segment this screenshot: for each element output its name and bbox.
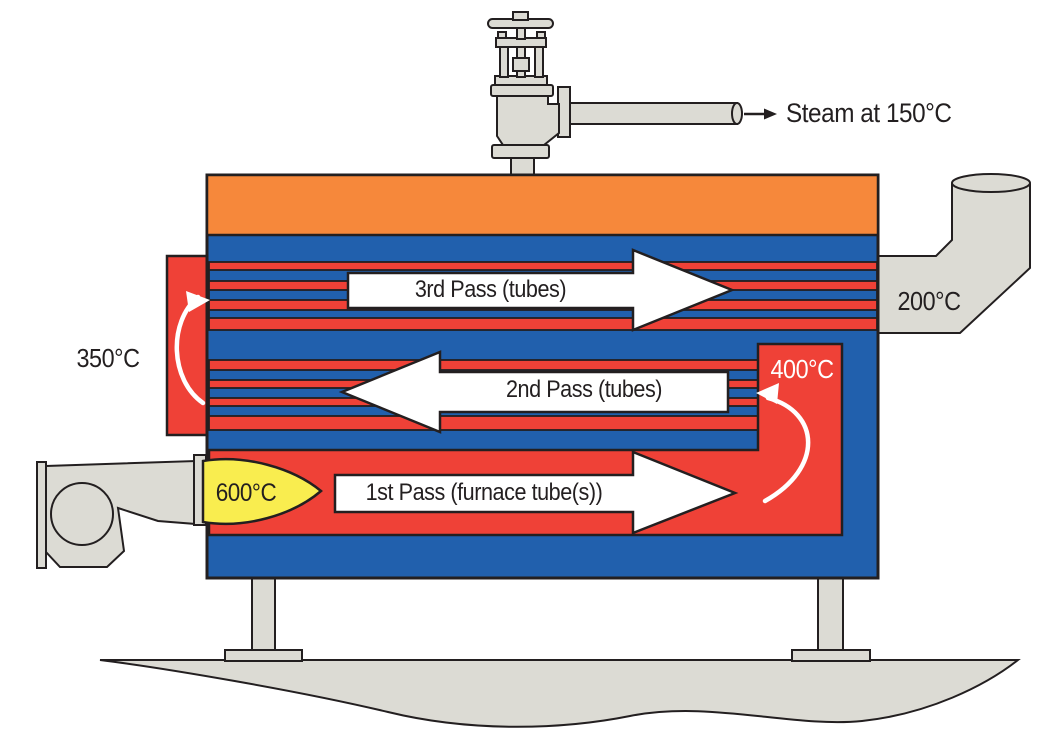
ground <box>99 659 1021 728</box>
reversal-chamber-left <box>165 254 211 437</box>
burner-flame <box>201 457 323 526</box>
first-pass-label: 1st Pass (furnace tube(s)) <box>365 479 603 506</box>
valve-neck <box>510 156 535 176</box>
exhaust-stack <box>877 173 1031 334</box>
burner-assembly <box>36 454 207 569</box>
third-pass-arrow <box>346 248 736 332</box>
valve-stem <box>516 27 526 40</box>
steam-flow-arrow-icon <box>744 108 777 120</box>
support-leg-left <box>224 577 303 662</box>
first-pass-arrow <box>333 450 739 535</box>
support-leg-right <box>791 577 871 662</box>
stack-opening <box>951 173 1031 193</box>
valve-yoke-column-left <box>499 45 509 78</box>
flue-exit-temperature: 200°C <box>897 286 961 316</box>
steam-space <box>205 173 880 237</box>
valve-bonnet <box>490 84 554 97</box>
valve-bottom-flange <box>491 144 550 159</box>
second-pass-label: 2nd Pass (tubes) <box>505 376 663 403</box>
valve-spindle-block <box>512 57 530 72</box>
steam-pipe-end <box>731 102 743 125</box>
steam-valve <box>487 11 743 176</box>
steam-pipe <box>569 102 738 125</box>
second-pass-arrow <box>338 350 730 434</box>
gas-turn-arrow-left <box>174 291 210 406</box>
third-pass-label: 3rd Pass (tubes) <box>414 276 567 303</box>
valve-top-nut <box>512 11 529 21</box>
steam-outlet-label: Steam at 150°C <box>786 98 952 128</box>
gas-turn-arrow-right <box>756 383 811 504</box>
right-chamber-temperature: 400°C <box>770 354 834 384</box>
valve-body <box>496 95 560 146</box>
valve-yoke-column-right <box>534 45 544 78</box>
blower-circle <box>50 482 114 546</box>
left-chamber-temperature: 350°C <box>76 343 140 373</box>
burner-rear-flange <box>36 461 47 569</box>
flame-temperature: 600°C <box>215 479 277 507</box>
